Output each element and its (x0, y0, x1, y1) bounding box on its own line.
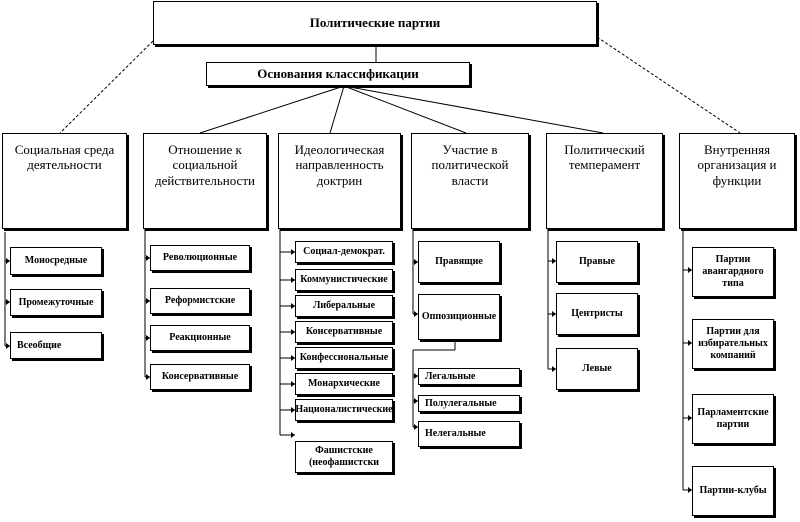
item-vanguard-party: Партии авангардного типа (692, 247, 774, 297)
item-intermediate: Промежуточные (10, 289, 102, 316)
column-header-political-temperament: Политический темперамент (546, 133, 663, 229)
item-communist: Коммунистические (295, 269, 393, 291)
item-legal: Легальные (418, 368, 520, 385)
column-header-social-environment: Социальная среда деятельности (2, 133, 127, 229)
item-confessional: Конфессиональные (295, 347, 393, 369)
item-universal: Всеобщие (10, 332, 102, 359)
item-liberal: Либеральные (295, 295, 393, 317)
item-centrist: Центристы (556, 293, 638, 335)
root-node-title: Политические партии (153, 1, 597, 45)
item-monarchist: Монархические (295, 373, 393, 395)
item-ruling: Правящие (418, 241, 500, 283)
column-header-participation-in-power: Участие в политической власти (411, 133, 529, 229)
item-conservative: Консервативные (150, 364, 250, 390)
item-semi-legal: Полулегальные (418, 395, 520, 412)
item-electoral-party: Партии для избирательных компаний (692, 319, 774, 369)
item-reformist: Реформистские (150, 288, 250, 314)
item-right: Правые (556, 241, 638, 283)
item-social-democratic: Социал-демократ. (295, 241, 393, 263)
column-header-attitude-to-reality: Отношение к социальной действительности (143, 133, 267, 229)
column-header-ideological-orientation: Идеологическая направленность доктрин (278, 133, 401, 229)
item-club-party: Партии-клубы (692, 466, 774, 516)
item-reactionary: Реакционные (150, 325, 250, 351)
item-conservative-ideology: Консервативные (295, 321, 393, 343)
item-left: Левые (556, 348, 638, 390)
column-header-internal-organization: Внутренняя организация и функции (679, 133, 795, 229)
classification-basis-node: Основания классификации (206, 62, 470, 86)
item-revolutionary: Революционные (150, 245, 250, 271)
item-opposition: Оппозиционные (418, 294, 500, 340)
item-nationalist: Националистические (295, 399, 393, 421)
item-fascist: Фашистские (неофашистски (295, 441, 393, 473)
item-illegal: Нелегальные (418, 421, 520, 447)
item-parliamentary-party: Парламентские партии (692, 394, 774, 444)
item-mono-environment: Моносредные (10, 247, 102, 275)
